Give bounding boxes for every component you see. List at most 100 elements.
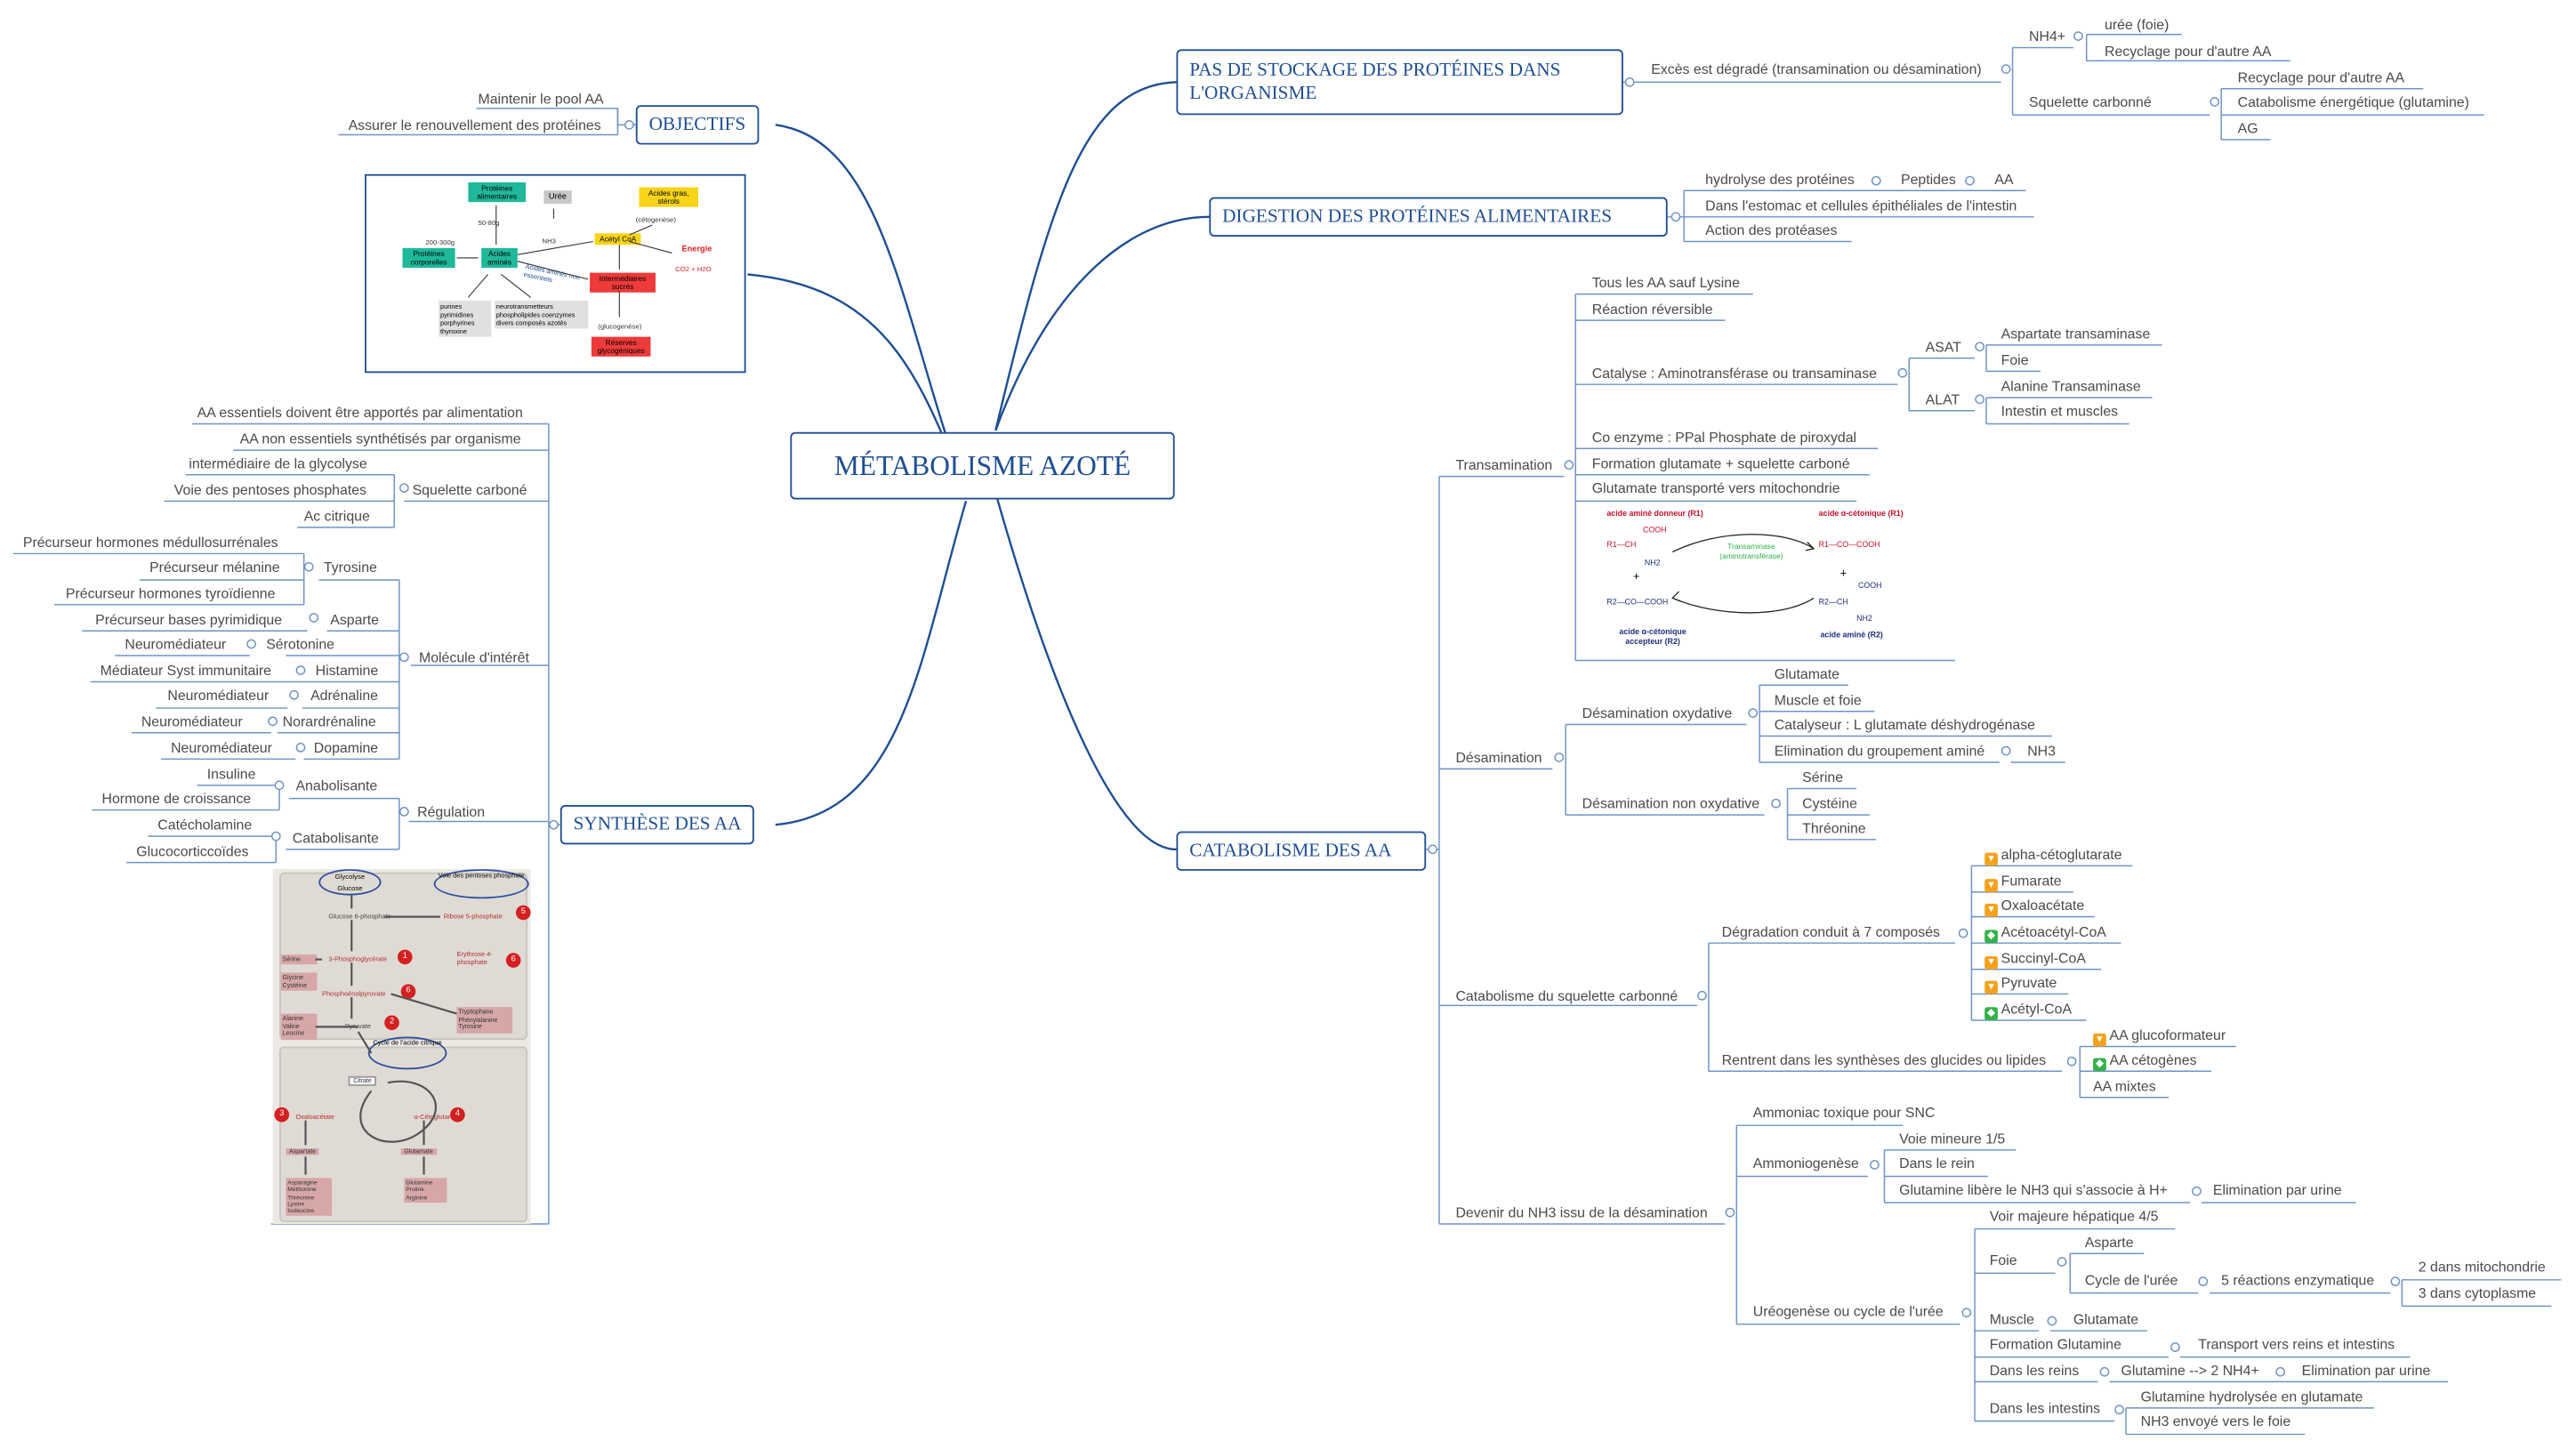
elimination-node[interactable]: Elimination du groupement aminé <box>1774 742 1985 760</box>
anabolisante-node[interactable]: Anabolisante <box>295 777 378 794</box>
objectif-item[interactable]: Assurer le renouvellement des protéines <box>348 117 601 133</box>
tyrosine-node[interactable]: Tyrosine <box>323 558 377 576</box>
ammoniac-item[interactable]: Ammoniac toxique pour SNC <box>1752 1104 1936 1121</box>
molecule-role[interactable]: Neuromédiateur <box>171 739 272 756</box>
transamination-reaction-image[interactable]: acide aminé donneur (R1) acide α-cétoniq… <box>1587 506 1932 657</box>
objectif-item[interactable]: Maintenir le pool AA <box>478 90 604 108</box>
squelette-item[interactable]: Ac citrique <box>303 507 370 525</box>
hydrolyse-node[interactable]: hydrolyse des protéines <box>1705 171 1855 188</box>
nh4-item[interactable]: urée (foie) <box>2105 16 2169 33</box>
alat-item[interactable]: Intestin et muscles <box>2000 402 2119 419</box>
branch-digestion[interactable]: DIGESTION DES PROTÉINES ALIMENTAIRES <box>1209 197 1668 237</box>
branch-objectifs[interactable]: OBJECTIFS <box>635 105 759 145</box>
compose-item[interactable]: ◆Acétyl-CoA <box>1984 1001 2072 1020</box>
aa-type-item[interactable]: AA mixtes <box>2093 1077 2156 1095</box>
molecule-name[interactable]: Norardrénaline <box>282 712 376 730</box>
aa-node[interactable]: AA <box>1994 171 2014 188</box>
catabolisante-node[interactable]: Catabolisante <box>292 829 379 847</box>
ammoniogenese-item[interactable]: Dans le rein <box>1899 1155 1975 1171</box>
nh4-item[interactable]: Recyclage pour d'autre AA <box>2105 43 2272 60</box>
oxydative-item[interactable]: Catalyseur : L glutamate déshydrogénase <box>1774 716 2035 733</box>
squelette-carbone-node[interactable]: Squelette carboné <box>412 481 527 498</box>
anabolisante-item[interactable]: Hormone de croissance <box>101 790 252 807</box>
asat-node[interactable]: ASAT <box>1925 338 1961 355</box>
intestin-item[interactable]: Glutamine hydrolysée en glutamate <box>2140 1388 2363 1405</box>
oxydative-item[interactable]: Muscle et foie <box>1774 691 1862 709</box>
asparte-node[interactable]: Asparte <box>330 611 379 628</box>
molecule-role[interactable]: Neuromédiateur <box>141 712 243 730</box>
alat-node[interactable]: ALAT <box>1925 390 1960 408</box>
catabolisante-item[interactable]: Catécholamine <box>157 816 253 833</box>
desamination-oxydative-node[interactable]: Désamination oxydative <box>1582 704 1733 721</box>
asat-item[interactable]: Aspartate transaminase <box>2000 325 2151 342</box>
molecule-role[interactable]: Neuromédiateur <box>167 687 270 704</box>
dans-intestins-node[interactable]: Dans les intestins <box>1989 1399 2101 1417</box>
formation-glutamine-node[interactable]: Formation Glutamine <box>1989 1335 2121 1353</box>
non-oxydative-item[interactable]: Thréonine <box>1802 819 1866 837</box>
non-oxydative-item[interactable]: Sérine <box>1802 769 1844 785</box>
transamination-item[interactable]: Glutamate transporté vers mitochondrie <box>1591 479 1840 496</box>
compose-item[interactable]: ▾Succinyl-CoA <box>1984 950 2086 970</box>
tyrosine-item[interactable]: Précurseur mélanine <box>149 558 280 576</box>
glutamine-nh4-node[interactable]: Glutamine --> 2 NH4+ <box>2121 1362 2259 1379</box>
reactions-item[interactable]: 3 dans cytoplasme <box>2418 1284 2537 1301</box>
elimination-urine-item[interactable]: Elimination par urine <box>2301 1362 2431 1379</box>
ureogenese-node[interactable]: Uréogenèse ou cycle de l'urée <box>1752 1302 1944 1320</box>
squelette-item[interactable]: AG <box>2237 119 2258 137</box>
aa-type-item[interactable]: ▾AA glucoformateur <box>2093 1026 2226 1047</box>
synthese-item[interactable]: AA essentiels doivent être apportés par … <box>197 404 523 421</box>
transamination-item[interactable]: Formation glutamate + squelette carboné <box>1591 455 1850 472</box>
transamination-item[interactable]: Réaction réversible <box>1591 301 1713 318</box>
non-oxydative-item[interactable]: Cystéine <box>1802 794 1857 812</box>
aa-type-item[interactable]: ◆AA cétogènes <box>2093 1051 2197 1072</box>
glutamate-item[interactable]: Glutamate <box>2073 1310 2139 1328</box>
desamination-non-oxydative-node[interactable]: Désamination non oxydative <box>1582 794 1760 812</box>
intestin-item[interactable]: NH3 envoyé vers le foie <box>2140 1413 2291 1429</box>
elimination-urine-node[interactable]: Elimination par urine <box>2212 1180 2342 1198</box>
compose-item[interactable]: ▾alpha-cétoglutarate <box>1984 846 2122 866</box>
compose-item[interactable]: ◆Acétoacétyl-CoA <box>1984 923 2106 944</box>
molecule-name[interactable]: Sérotonine <box>266 635 335 653</box>
asat-item[interactable]: Foie <box>2000 351 2029 368</box>
cycle-uree-node[interactable]: Cycle de l'urée <box>2084 1271 2178 1289</box>
overview-diagram-image[interactable]: Protéines alimentaires Urée Acides gras,… <box>365 173 746 374</box>
peptides-node[interactable]: Peptides <box>1900 171 1956 188</box>
voie-majeure-item[interactable]: Voir majeure hépatique 4/5 <box>1989 1207 2159 1225</box>
squelette-item[interactable]: intermédiaire de la glycolyse <box>189 455 367 472</box>
catabolisme-squelette-node[interactable]: Catabolisme du squelette carbonné <box>1455 987 1678 1004</box>
muscle-node[interactable]: Muscle <box>1989 1310 2035 1328</box>
compose-item[interactable]: ▾Oxaloacétate <box>1984 897 2084 917</box>
molecule-role[interactable]: Médiateur Syst immunitaire <box>100 662 271 679</box>
molecule-name[interactable]: Adrénaline <box>310 687 378 704</box>
ammoniogenese-item[interactable]: Voie mineure 1/5 <box>1899 1130 2006 1147</box>
compose-item[interactable]: ▾Pyruvate <box>1984 974 2057 994</box>
ammoniogenese-node[interactable]: Ammoniogenèse <box>1752 1155 1859 1171</box>
rentrent-node[interactable]: Rentrent dans les synthèses des glucides… <box>1721 1051 2047 1068</box>
nh3-node[interactable]: NH3 <box>2027 742 2056 760</box>
synthese-item[interactable]: AA non essentiels synthétisés par organi… <box>239 430 521 447</box>
degradation-node[interactable]: Dégradation conduit à 7 composés <box>1721 923 1940 940</box>
molecule-name[interactable]: Dopamine <box>313 739 379 756</box>
tyrosine-item[interactable]: Précurseur hormones tyroïdienne <box>65 584 276 602</box>
dans-reins-node[interactable]: Dans les reins <box>1989 1362 2080 1379</box>
asparte-item[interactable]: Précurseur bases pyrimidique <box>95 611 283 628</box>
alat-item[interactable]: Alanine Transaminase <box>2000 377 2141 395</box>
devenir-nh3-node[interactable]: Devenir du NH3 issu de la désamination <box>1455 1203 1708 1221</box>
branch-pas-de-stockage[interactable]: PAS DE STOCKAGE DES PROTÉINES DANS L'ORG… <box>1176 49 1623 116</box>
desamination-node[interactable]: Désamination <box>1455 749 1542 766</box>
catabolisante-item[interactable]: Glucocorticcoïdes <box>136 842 249 859</box>
asparte-item[interactable]: Asparte <box>2084 1234 2134 1251</box>
squelette-item[interactable]: Recyclage pour d'autre AA <box>2237 68 2405 86</box>
transamination-node[interactable]: Transamination <box>1455 456 1553 473</box>
foie-node[interactable]: Foie <box>1989 1252 2017 1268</box>
reactions-item[interactable]: 2 dans mitochondrie <box>2418 1258 2546 1276</box>
regulation-node[interactable]: Régulation <box>417 803 486 820</box>
transport-item[interactable]: Transport vers reins et intestins <box>2198 1335 2395 1353</box>
molecule-interet-node[interactable]: Molécule d'intérêt <box>418 648 529 666</box>
anabolisante-item[interactable]: Insuline <box>206 765 256 783</box>
exces-node[interactable]: Excès est dégradé (transamination ou dés… <box>1651 60 1982 77</box>
transamination-item[interactable]: Co enzyme : PPal Phosphate de piroxydal <box>1591 429 1857 446</box>
transamination-item[interactable]: Tous les AA sauf Lysine <box>1591 274 1740 291</box>
catalyse-node[interactable]: Catalyse : Aminotransférase ou transamin… <box>1591 365 1878 382</box>
